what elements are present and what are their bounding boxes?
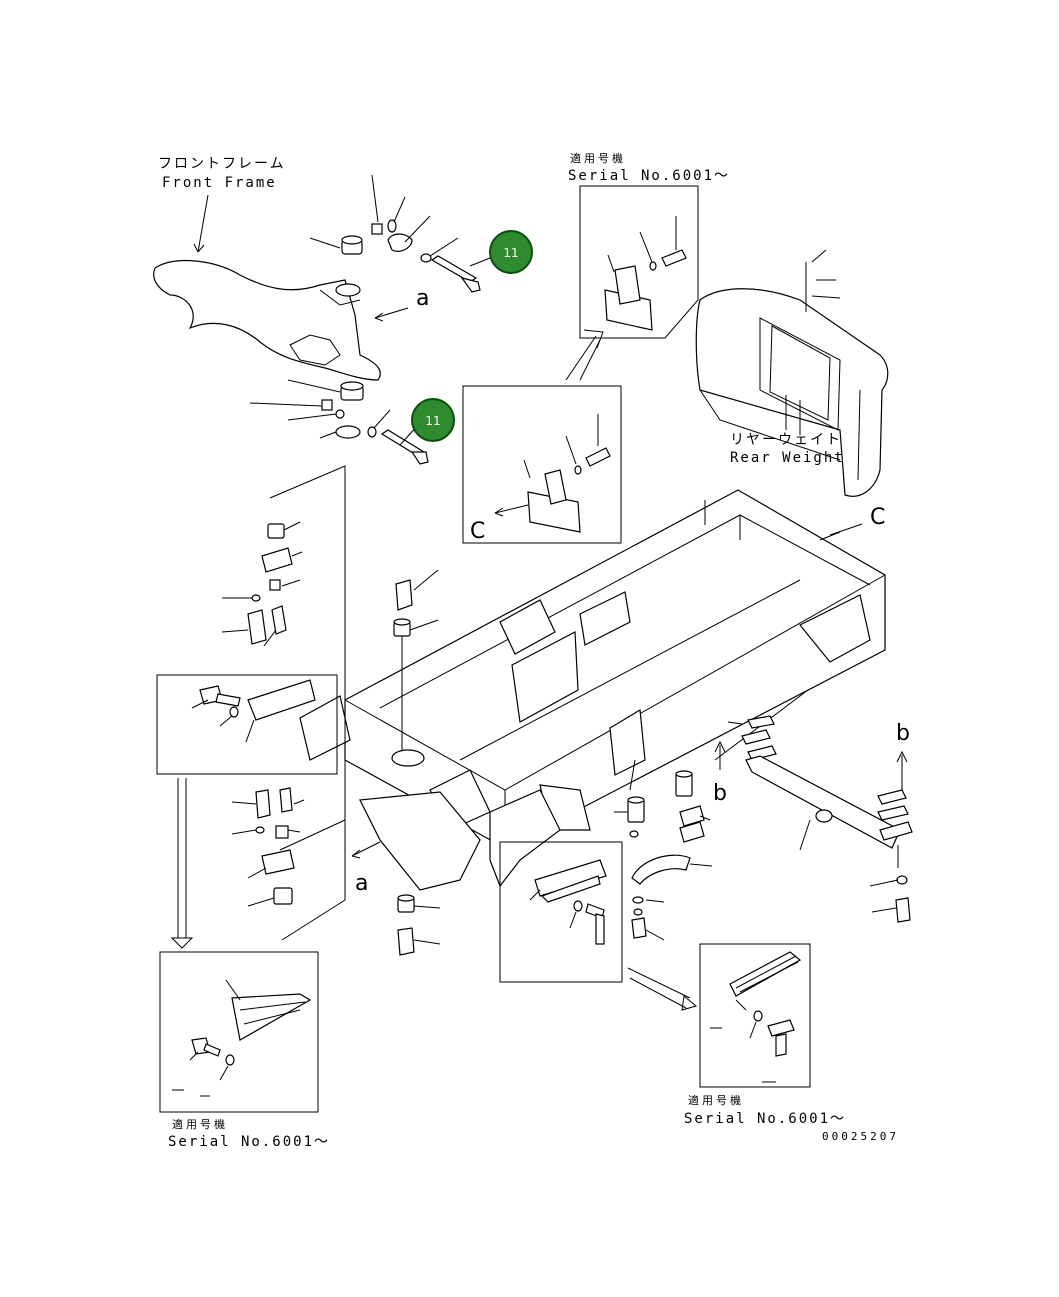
callout-11-middle[interactable]: 11 bbox=[411, 398, 455, 442]
right-middle-parts bbox=[614, 770, 713, 941]
ref-c-left: C bbox=[470, 519, 485, 544]
detail-b-right: b b bbox=[713, 715, 913, 923]
ref-b-bottom: b bbox=[713, 781, 727, 806]
serial-box-top: 適用号機 Serial No.6001～ bbox=[565, 151, 730, 381]
front-frame-label-en: Front Frame bbox=[162, 175, 277, 191]
rear-weight-label-jp: リヤーウェイト bbox=[730, 432, 842, 448]
serial-jp-top: 適用号機 bbox=[570, 151, 626, 165]
ref-a-top: a bbox=[416, 286, 429, 311]
front-frame-hardware bbox=[249, 174, 491, 465]
left-column-parts bbox=[221, 465, 346, 941]
drawing-number: 00025207 bbox=[822, 1130, 899, 1143]
front-frame-part: フロントフレーム Front Frame a bbox=[153, 156, 429, 381]
rear-weight-part: リヤーウェイト Rear Weight bbox=[695, 249, 889, 497]
serial-box-bottom-right: 適用号機 Serial No.6001～ bbox=[684, 943, 846, 1127]
main-frame: a C bbox=[299, 489, 886, 896]
callout-11-top[interactable]: 11 bbox=[489, 230, 533, 274]
serial-en-top: Serial No.6001～ bbox=[568, 168, 730, 184]
ref-c-right: C bbox=[870, 505, 885, 530]
serial-jp-bottom-left: 適用号機 bbox=[172, 1117, 228, 1131]
front-frame-label-jp: フロントフレーム bbox=[158, 156, 286, 172]
serial-en-bottom-left: Serial No.6001～ bbox=[168, 1134, 330, 1150]
serial-jp-bottom-right: 適用号機 bbox=[688, 1093, 744, 1107]
callout-11-top-label: 11 bbox=[503, 246, 518, 260]
ref-b-top: b bbox=[896, 721, 910, 746]
detail-box-left bbox=[156, 674, 338, 949]
detail-box-bottom-middle bbox=[499, 841, 698, 1011]
serial-box-bottom-left: 適用号機 Serial No.6001～ bbox=[159, 951, 330, 1150]
rear-weight-label-en: Rear Weight bbox=[730, 450, 845, 466]
callout-11-middle-label: 11 bbox=[425, 414, 440, 428]
vertical-stack-parts bbox=[393, 569, 441, 956]
detail-box-c: C bbox=[462, 385, 622, 544]
serial-en-bottom-right: Serial No.6001～ bbox=[684, 1111, 846, 1127]
ref-a-bottom: a bbox=[355, 871, 368, 896]
